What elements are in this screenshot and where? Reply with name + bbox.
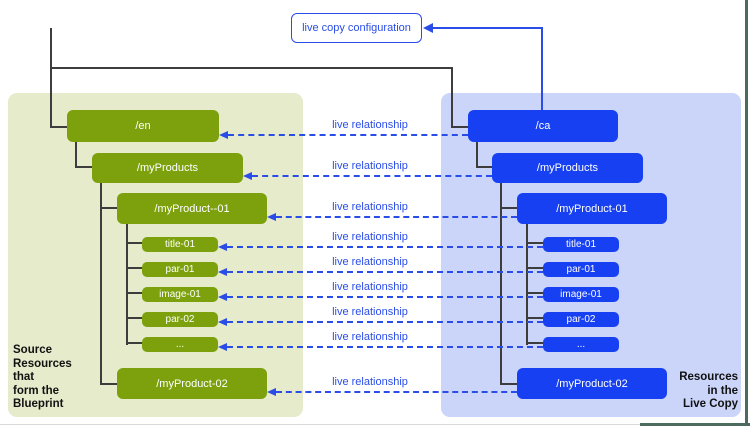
relationship-arrowhead-icon bbox=[243, 172, 252, 180]
window-edge-right bbox=[745, 0, 748, 426]
livecopy-caption-line: Live Copy bbox=[683, 398, 738, 410]
blueprint-caption-line: Blueprint bbox=[13, 398, 64, 410]
relationship-arrowhead-icon bbox=[218, 268, 227, 276]
livecopy-caption: Resources in the Live Copy bbox=[640, 371, 738, 412]
source-child-ellipsis: ... bbox=[142, 337, 218, 352]
tree-connector bbox=[500, 207, 517, 209]
source-child-image-01: image-01 bbox=[142, 287, 218, 302]
tree-connector bbox=[50, 28, 52, 128]
livecopy-child-par-01: par-01 bbox=[543, 262, 619, 277]
blueprint-caption-line: Resources bbox=[13, 357, 72, 370]
relationship-arrow bbox=[227, 271, 543, 273]
relationship-arrow bbox=[227, 246, 543, 248]
tree-connector bbox=[126, 224, 128, 345]
relationship-arrowhead-icon bbox=[267, 213, 276, 221]
tree-connector bbox=[526, 317, 543, 319]
relationship-arrowhead-icon bbox=[219, 131, 228, 139]
livecopy-panel bbox=[441, 93, 741, 417]
source-node-myproduct-02: /myProduct-02 bbox=[117, 368, 267, 399]
relationship-label: live relationship bbox=[332, 281, 408, 293]
relationship-label: live relationship bbox=[332, 231, 408, 243]
relationship-arrowhead-icon bbox=[218, 318, 227, 326]
blueprint-caption: Source Resources that form the Blueprint bbox=[13, 344, 72, 412]
source-child-title-01: title-01 bbox=[142, 237, 218, 252]
livecopy-node-myproduct-02: /myProduct-02 bbox=[517, 368, 667, 399]
tree-connector bbox=[126, 342, 142, 344]
tree-connector bbox=[126, 267, 142, 269]
relationship-label: live relationship bbox=[332, 160, 408, 172]
livecopy-node-myproducts: /myProducts bbox=[492, 153, 643, 183]
livecopy-caption-line: in the bbox=[707, 384, 738, 397]
tree-connector bbox=[100, 383, 117, 385]
relationship-arrowhead-icon bbox=[218, 343, 227, 351]
blueprint-caption-line: form the bbox=[13, 384, 59, 397]
tree-connector bbox=[126, 317, 142, 319]
relationship-label: live relationship bbox=[332, 256, 408, 268]
relationship-arrow bbox=[276, 216, 517, 218]
relationship-label: live relationship bbox=[332, 306, 408, 318]
blueprint-caption-line: that bbox=[13, 371, 35, 383]
relationship-arrow bbox=[228, 134, 468, 136]
live-copy-configuration-box: live copy configuration bbox=[291, 13, 422, 43]
config-arrowhead-icon bbox=[423, 23, 433, 33]
blueprint-caption-line: Source bbox=[13, 344, 52, 356]
livecopy-child-title-01: title-01 bbox=[543, 237, 619, 252]
livecopy-node-ca: /ca bbox=[468, 110, 618, 142]
tree-connector bbox=[100, 183, 102, 385]
tree-connector bbox=[526, 224, 528, 345]
tree-connector bbox=[126, 292, 142, 294]
live-copy-configuration-label: live copy configuration bbox=[302, 22, 411, 34]
relationship-arrowhead-icon bbox=[218, 243, 227, 251]
livecopy-child-ellipsis: ... bbox=[543, 337, 619, 352]
tree-connector bbox=[476, 142, 478, 168]
relationship-label: live relationship bbox=[332, 331, 408, 343]
window-edge-bottom bbox=[640, 423, 750, 426]
livecopy-child-image-01: image-01 bbox=[543, 287, 619, 302]
tree-connector bbox=[500, 383, 517, 385]
tree-connector bbox=[526, 342, 543, 344]
tree-connector bbox=[476, 166, 492, 168]
relationship-label: live relationship bbox=[332, 376, 408, 388]
blueprint-panel bbox=[8, 93, 303, 417]
livecopy-caption-line: Resources bbox=[679, 371, 738, 383]
relationship-arrow bbox=[276, 391, 517, 393]
source-node-myproducts: /myProducts bbox=[92, 153, 243, 183]
relationship-arrow bbox=[227, 321, 543, 323]
tree-connector bbox=[500, 183, 502, 385]
source-child-par-02: par-02 bbox=[142, 312, 218, 327]
bottom-hairline bbox=[0, 424, 745, 425]
relationship-arrowhead-icon bbox=[218, 293, 227, 301]
source-node-myproduct-01: /myProduct--01 bbox=[117, 193, 267, 224]
config-arrow-line bbox=[541, 27, 543, 110]
tree-connector bbox=[50, 67, 453, 69]
tree-connector bbox=[100, 207, 117, 209]
tree-connector bbox=[75, 142, 77, 168]
tree-connector bbox=[526, 292, 543, 294]
tree-connector bbox=[526, 267, 543, 269]
tree-connector bbox=[526, 242, 543, 244]
relationship-arrow bbox=[227, 346, 543, 348]
relationship-arrow bbox=[252, 175, 492, 177]
tree-connector bbox=[126, 242, 142, 244]
config-arrow-line bbox=[431, 27, 543, 29]
relationship-label: live relationship bbox=[332, 201, 408, 213]
tree-connector bbox=[75, 166, 92, 168]
relationship-label: live relationship bbox=[332, 119, 408, 131]
relationship-arrow bbox=[227, 296, 543, 298]
tree-connector bbox=[451, 126, 468, 128]
livecopy-node-myproduct-01: /myProduct-01 bbox=[517, 193, 667, 224]
source-node-en: /en bbox=[67, 110, 219, 142]
relationship-arrowhead-icon bbox=[267, 388, 276, 396]
tree-connector bbox=[50, 126, 67, 128]
tree-connector bbox=[451, 67, 453, 128]
source-child-par-01: par-01 bbox=[142, 262, 218, 277]
livecopy-child-par-02: par-02 bbox=[543, 312, 619, 327]
